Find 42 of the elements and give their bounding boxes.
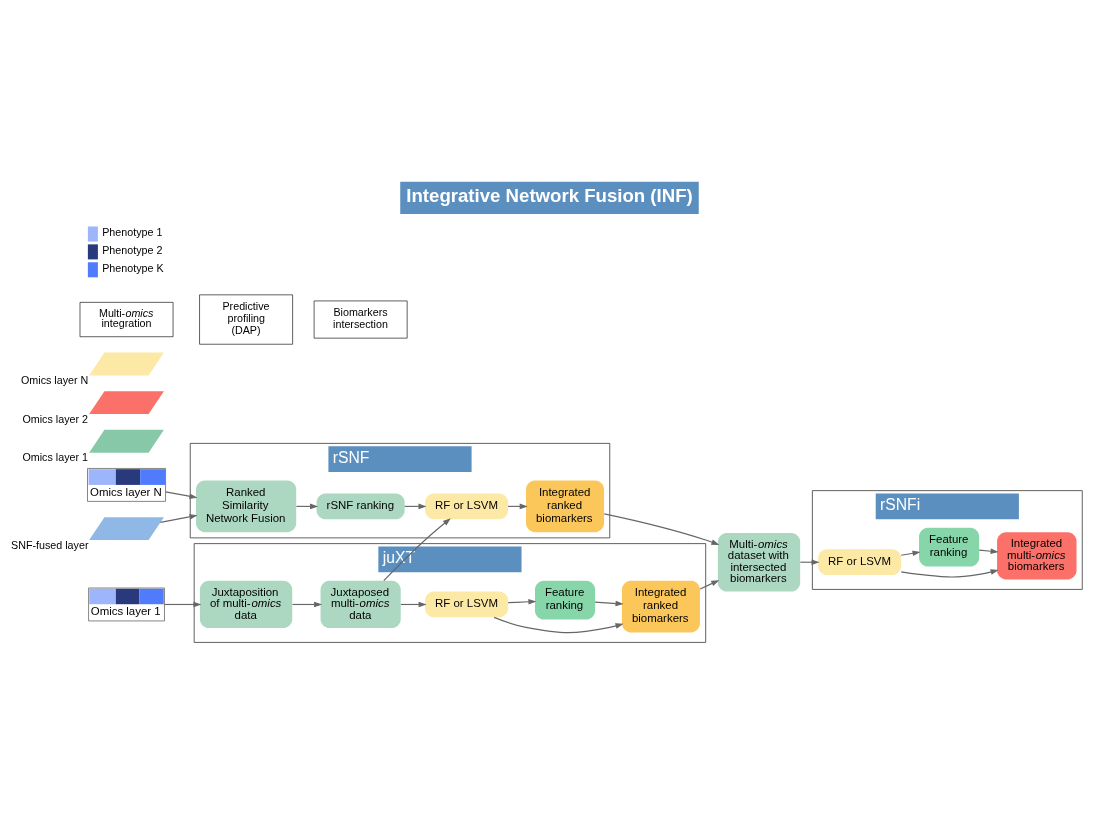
node-box: rSNF ranking [316, 493, 405, 520]
arrow [493, 616, 624, 634]
arrow [978, 548, 999, 555]
node-box: Feature ranking [919, 527, 980, 567]
arrow [603, 513, 720, 545]
arrow [159, 514, 198, 523]
arrow [383, 518, 451, 582]
diagram-title: Integrative Network Fusion (INF) [406, 184, 693, 206]
node-box: Ranked Similarity Network Fusion [195, 480, 297, 533]
node-picture [89, 391, 164, 415]
node-picture [89, 517, 164, 541]
node-box: RF or LSVM [425, 493, 509, 520]
node-picture [89, 429, 164, 453]
node-label: Omics layer N [21, 373, 89, 386]
legend-label: Phenotype K [102, 262, 164, 275]
arrow [900, 569, 999, 578]
arrow [164, 601, 202, 608]
arrow [165, 491, 198, 499]
node-box: Feature ranking [534, 580, 596, 620]
node-box: Juxtaposition of multi-omics data [199, 580, 293, 629]
node-box: Integrated multi-omics biomarkers [997, 532, 1077, 580]
arrow [400, 601, 427, 608]
legend-label: Phenotype 2 [102, 244, 163, 257]
node-box: Integrated ranked biomarkers [621, 580, 700, 633]
arrow [291, 601, 323, 608]
node-box: RF or LSVM [425, 591, 509, 618]
node-label: Omics layer 1 [22, 451, 88, 464]
arrow [594, 600, 624, 607]
node-picture [89, 352, 164, 376]
arrow [699, 580, 720, 590]
node-box: RF or LSVM [818, 549, 902, 576]
label: Biomarkers intersection [333, 305, 388, 331]
node-box: Multi-omics dataset with intersected biomarkers [717, 532, 801, 592]
arrow [507, 598, 537, 605]
arrow [900, 550, 921, 557]
node-label: SNF-fused layer [11, 538, 89, 551]
label: Predictive profiling (DAP) [222, 299, 270, 337]
node-label: Omics layer 2 [22, 412, 88, 425]
node-box: Juxtaposed multi-omics data [320, 580, 401, 629]
legend-label: Phenotype 1 [102, 226, 163, 239]
label: Multi-omics integration [98, 306, 154, 330]
node-box: Integrated ranked biomarkers [526, 480, 605, 533]
